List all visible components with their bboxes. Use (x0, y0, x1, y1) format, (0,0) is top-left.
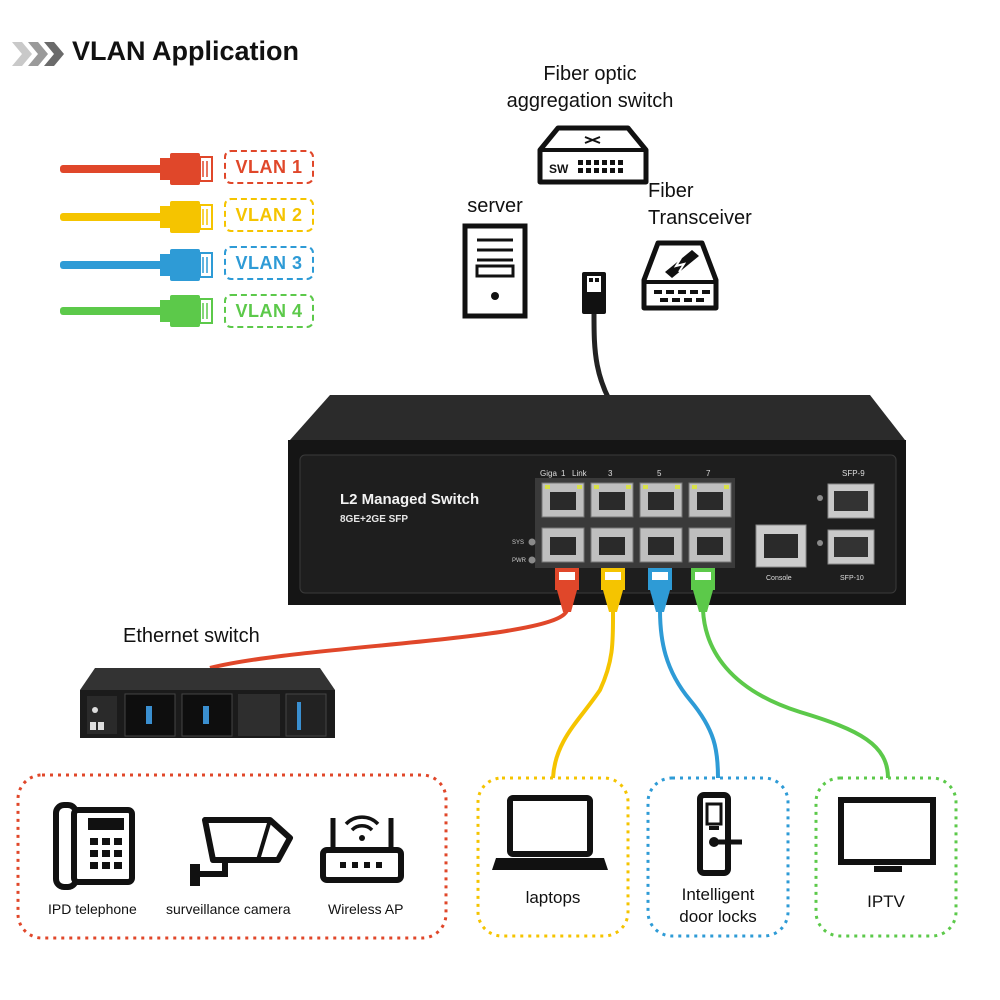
vlan4-cable (701, 609, 890, 779)
ethernet-switch-label: Ethernet switch (123, 625, 260, 647)
sys-label: SYS (512, 540, 524, 546)
vlan3-group-box (646, 776, 790, 938)
ipd-telephone-label: IPD telephone (48, 901, 137, 917)
vlan1-label: VLAN 1 (224, 150, 314, 184)
fiber-switch-icon: SW (537, 125, 649, 185)
door-locks-label-1: Intelligent (681, 885, 755, 904)
vlan1-group-box (16, 773, 448, 940)
fiber-switch-label-1: Fiber optic (543, 63, 637, 85)
pwr-label: PWR (512, 558, 527, 564)
door-locks-label-2: door locks (679, 907, 757, 926)
vlan4-plug-icon (691, 568, 715, 612)
vlan2-cable-icon (60, 201, 213, 233)
sfp9-label: SFP-9 (842, 469, 865, 478)
page-title: VLAN Application (72, 36, 299, 66)
vlan1-cable (209, 608, 569, 670)
port-header-7: 7 (706, 469, 711, 478)
sys-led (528, 538, 536, 546)
iptv-label: IPTV (867, 892, 905, 911)
fiber-switch-label-2: aggregation switch (506, 90, 674, 112)
vlan2-plug-icon (601, 568, 625, 612)
vlan3-cable-icon (60, 249, 213, 281)
vlan3-cable (658, 609, 720, 779)
server-icon (462, 223, 528, 319)
laptop-icon (492, 795, 608, 870)
vlan1-plug-icon (555, 568, 579, 612)
sfp10-label: SFP-10 (840, 575, 864, 582)
port-header-5: 5 (657, 469, 662, 478)
vlan4-cable-icon (60, 295, 213, 327)
switch-subtitle: 8GE+2GE SFP (340, 514, 408, 525)
vlan1-cable-icon (60, 153, 213, 185)
switch-title: L2 Managed Switch (340, 491, 479, 508)
vlan4-label: VLAN 4 (224, 294, 314, 328)
door-lock-icon (697, 792, 742, 876)
port-header-giga: Giga (540, 469, 557, 478)
transceiver-label-2: Transceiver (648, 207, 752, 229)
wireless-ap-icon (320, 815, 404, 883)
telephone-icon (53, 802, 135, 890)
title-chevrons-icon (12, 40, 66, 73)
wireless-ap-label: Wireless AP (328, 901, 404, 917)
fiber-switch-badge: SW (549, 162, 569, 176)
vlan4-group-box (814, 776, 958, 938)
surveillance-camera-label: surveillance camera (166, 901, 291, 917)
pwr-led (528, 556, 536, 564)
port-header-1: 1 (561, 469, 566, 478)
vlan2-label: VLAN 2 (224, 198, 314, 232)
vlan2-group-box (476, 776, 630, 938)
surveillance-camera-icon (190, 817, 293, 886)
vlan3-plug-icon (648, 568, 672, 612)
ethernet-switch-icon (80, 668, 335, 738)
console-label: Console (766, 575, 792, 582)
laptops-label: laptops (525, 888, 581, 907)
transceiver-label-1: Fiber (648, 180, 694, 202)
port-header-3: 3 (608, 469, 613, 478)
fiber-transceiver-icon (641, 240, 719, 311)
port-header-link: Link (572, 469, 588, 478)
vlan2-cable (551, 609, 616, 779)
server-label: server (467, 195, 523, 217)
l2-managed-switch: L2 Managed Switch 8GE+2GE SFP Giga 1 Lin… (288, 395, 906, 605)
vlan3-label: VLAN 3 (224, 246, 314, 280)
tv-icon (838, 797, 936, 872)
